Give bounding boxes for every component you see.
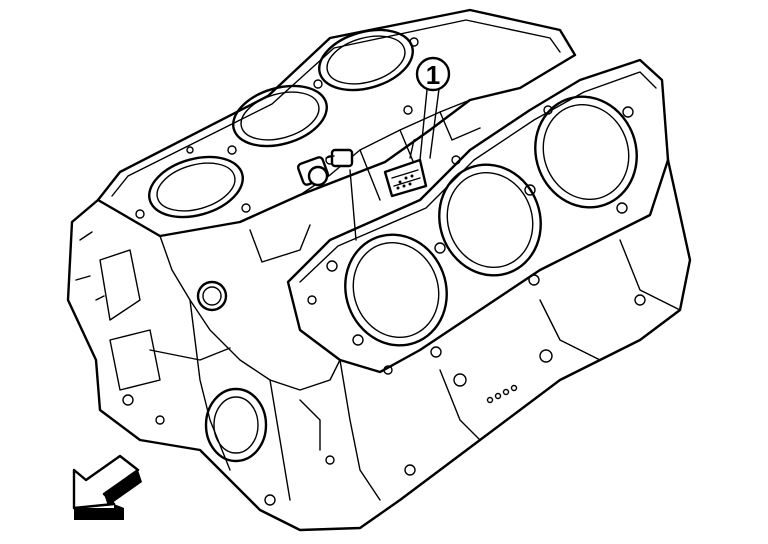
sensor-component-icon xyxy=(296,148,354,187)
rear-bore-2 xyxy=(232,84,328,148)
front-bore-1 xyxy=(344,233,448,347)
knock-sensor xyxy=(383,137,428,198)
valley-area xyxy=(249,99,481,263)
front-bank-deck xyxy=(286,58,670,374)
front-bore-2 xyxy=(438,163,542,277)
rear-bore-1 xyxy=(148,155,244,219)
callout-label: 1 xyxy=(426,60,440,90)
block-side xyxy=(66,158,692,532)
rear-bore-3 xyxy=(318,28,414,92)
rear-bank-deck xyxy=(96,8,577,238)
rear-bank-bores xyxy=(135,28,419,219)
front-bank-bores xyxy=(307,95,638,375)
front-direction-arrow-icon xyxy=(72,454,142,520)
callout-circle-icon: 1 xyxy=(415,56,451,161)
front-bore-3 xyxy=(534,95,638,209)
crank-bore xyxy=(204,387,268,463)
oil-seal xyxy=(196,280,228,312)
